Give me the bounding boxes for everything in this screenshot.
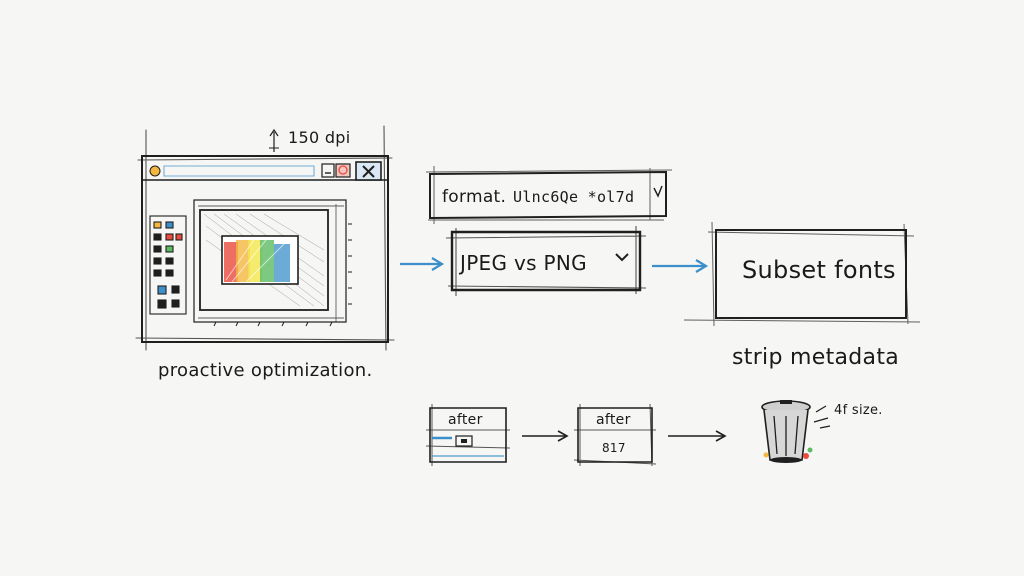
format-value: Ulnc6Qe *ol7d [513, 188, 634, 206]
pipeline-card-1: after [425, 404, 511, 466]
pipeline-arrow-2 [668, 430, 727, 442]
rainbow-image [221, 235, 299, 285]
dpi-label: 150 dpi [288, 128, 350, 147]
card-1-label: after [448, 412, 483, 428]
pipeline-arrow-1 [522, 430, 569, 442]
close-icon[interactable] [355, 161, 382, 181]
format-field[interactable]: format. Ulnc6Qe *ol7d [425, 166, 673, 224]
subset-fonts-box: Subset fonts [683, 221, 921, 327]
image-placeholder-icon [455, 435, 473, 447]
input-arrow [400, 257, 445, 271]
card-2-note: 817 [602, 441, 626, 455]
caption-strip-metadata: strip metadata [732, 345, 899, 370]
app-window-sketch [135, 125, 395, 351]
card-2-label: after [596, 412, 631, 428]
pipeline-card-2: after 817 [573, 403, 657, 467]
window-title-icon [149, 165, 161, 177]
tool-palette [149, 215, 187, 315]
minimize-icon[interactable] [321, 163, 335, 178]
caption-proactive: proactive optimization. [158, 360, 373, 381]
format-label: format. [442, 187, 506, 207]
chevron-down-icon[interactable] [615, 253, 629, 262]
size-annotation: 4f size. [813, 403, 883, 429]
format-dropdown[interactable]: JPEG vs PNG [445, 226, 647, 296]
dpi-annotation: 150 dpi [269, 128, 350, 152]
subset-fonts-label: Subset fonts [742, 256, 896, 284]
output-arrow [652, 259, 709, 273]
maximize-icon[interactable] [335, 163, 351, 178]
trash-can-icon [761, 400, 813, 463]
dropdown-value: JPEG vs PNG [458, 251, 587, 275]
size-note: 4f size. [834, 403, 883, 418]
